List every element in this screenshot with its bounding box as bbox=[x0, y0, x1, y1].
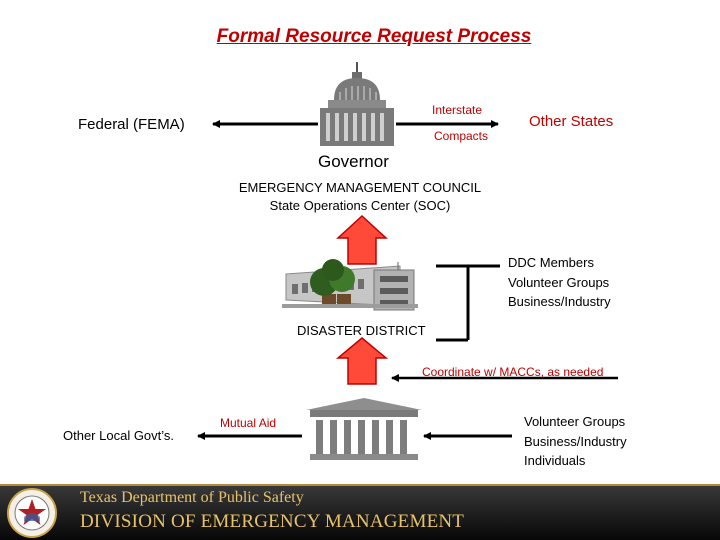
soc-label: State Operations Center (SOC) bbox=[0, 197, 720, 215]
request-arrow-to-district bbox=[338, 338, 386, 384]
other-local-govts-label: Other Local Govt’s. bbox=[63, 428, 174, 443]
mutual-aid-label: Mutual Aid bbox=[220, 416, 276, 430]
footer-division-name: DIVISION OF EMERGENCY MANAGEMENT bbox=[80, 511, 464, 533]
governor-label: Governor bbox=[318, 152, 389, 172]
footer-divider bbox=[0, 484, 720, 486]
ddc-bracket bbox=[436, 266, 468, 340]
ddc-list-item: Volunteer Groups bbox=[508, 273, 611, 293]
emergency-council-block: EMERGENCY MANAGEMENT COUNCIL State Opera… bbox=[0, 179, 720, 215]
federal-fema-label: Federal (FEMA) bbox=[78, 116, 185, 133]
local-support-list: Volunteer Groups Business/Industry Indiv… bbox=[524, 412, 627, 471]
ddc-members-list: DDC Members Volunteer Groups Business/In… bbox=[508, 253, 611, 312]
office-building-icon bbox=[282, 259, 418, 310]
dps-seal-icon bbox=[6, 487, 58, 539]
footer-agency-name: Texas Department of Public Safety bbox=[80, 489, 304, 507]
local-support-item: Volunteer Groups bbox=[524, 412, 627, 432]
disaster-district-label: DISASTER DISTRICT bbox=[297, 323, 426, 338]
ddc-list-item: DDC Members bbox=[508, 253, 611, 273]
ddc-list-item: Business/Industry bbox=[508, 292, 611, 312]
request-arrow-to-soc bbox=[338, 216, 386, 264]
local-support-item: Individuals bbox=[524, 451, 627, 471]
courthouse-icon bbox=[306, 398, 422, 460]
interstate-label: Interstate bbox=[432, 103, 482, 117]
capitol-icon bbox=[320, 62, 394, 146]
local-support-item: Business/Industry bbox=[524, 432, 627, 452]
footer-bar: Texas Department of Public Safety DIVISI… bbox=[0, 484, 720, 540]
compacts-label: Compacts bbox=[434, 129, 488, 143]
other-states-label: Other States bbox=[529, 113, 613, 130]
emergency-council-label: EMERGENCY MANAGEMENT COUNCIL bbox=[0, 179, 720, 197]
coordinate-maccs-label: Coordinate w/ MACCs, as needed bbox=[422, 365, 603, 379]
